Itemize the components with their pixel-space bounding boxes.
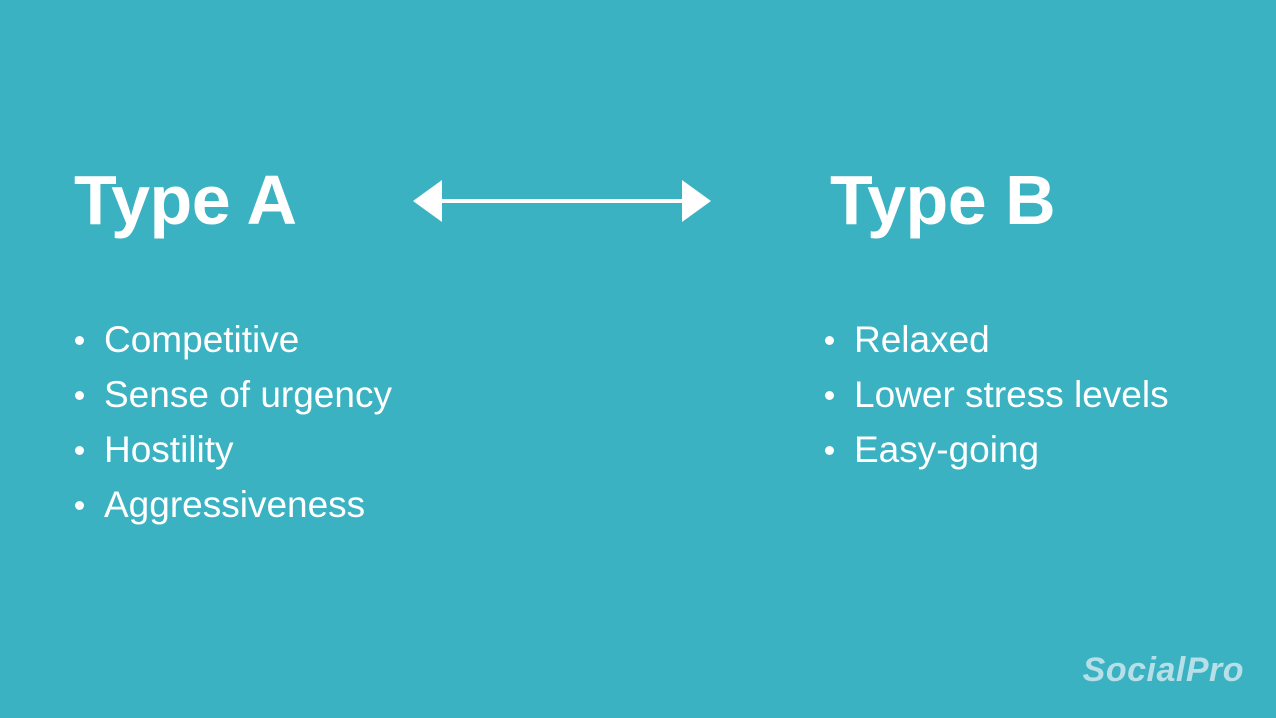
bullet-dot-icon: [825, 446, 834, 455]
double-headed-arrow-icon: [413, 178, 711, 224]
bullet-dot-icon: [75, 501, 84, 510]
heading-type-a: Type A: [74, 161, 297, 239]
list-item: Easy-going: [822, 422, 1169, 477]
list-item: Sense of urgency: [72, 367, 392, 422]
bullet-dot-icon: [825, 391, 834, 400]
list-item-label: Sense of urgency: [104, 374, 392, 415]
brand-logo: SocialPro: [1082, 651, 1244, 689]
list-item: Lower stress levels: [822, 367, 1169, 422]
list-item: Relaxed: [822, 312, 1169, 367]
list-item-label: Relaxed: [854, 319, 990, 360]
list-type-a-traits: Competitive Sense of urgency Hostility A…: [72, 312, 392, 532]
list-item: Hostility: [72, 422, 392, 477]
list-type-b-traits: Relaxed Lower stress levels Easy-going: [822, 312, 1169, 477]
heading-type-b: Type B: [830, 161, 1056, 239]
bullet-dot-icon: [75, 446, 84, 455]
bullet-dot-icon: [75, 336, 84, 345]
list-item: Aggressiveness: [72, 477, 392, 532]
list-item-label: Easy-going: [854, 429, 1040, 470]
list-item-label: Competitive: [104, 319, 300, 360]
list-item-label: Hostility: [104, 429, 234, 470]
list-item-label: Aggressiveness: [104, 484, 366, 525]
bullet-dot-icon: [825, 336, 834, 345]
list-item-label: Lower stress levels: [854, 374, 1169, 415]
bullet-dot-icon: [75, 391, 84, 400]
list-item: Competitive: [72, 312, 392, 367]
